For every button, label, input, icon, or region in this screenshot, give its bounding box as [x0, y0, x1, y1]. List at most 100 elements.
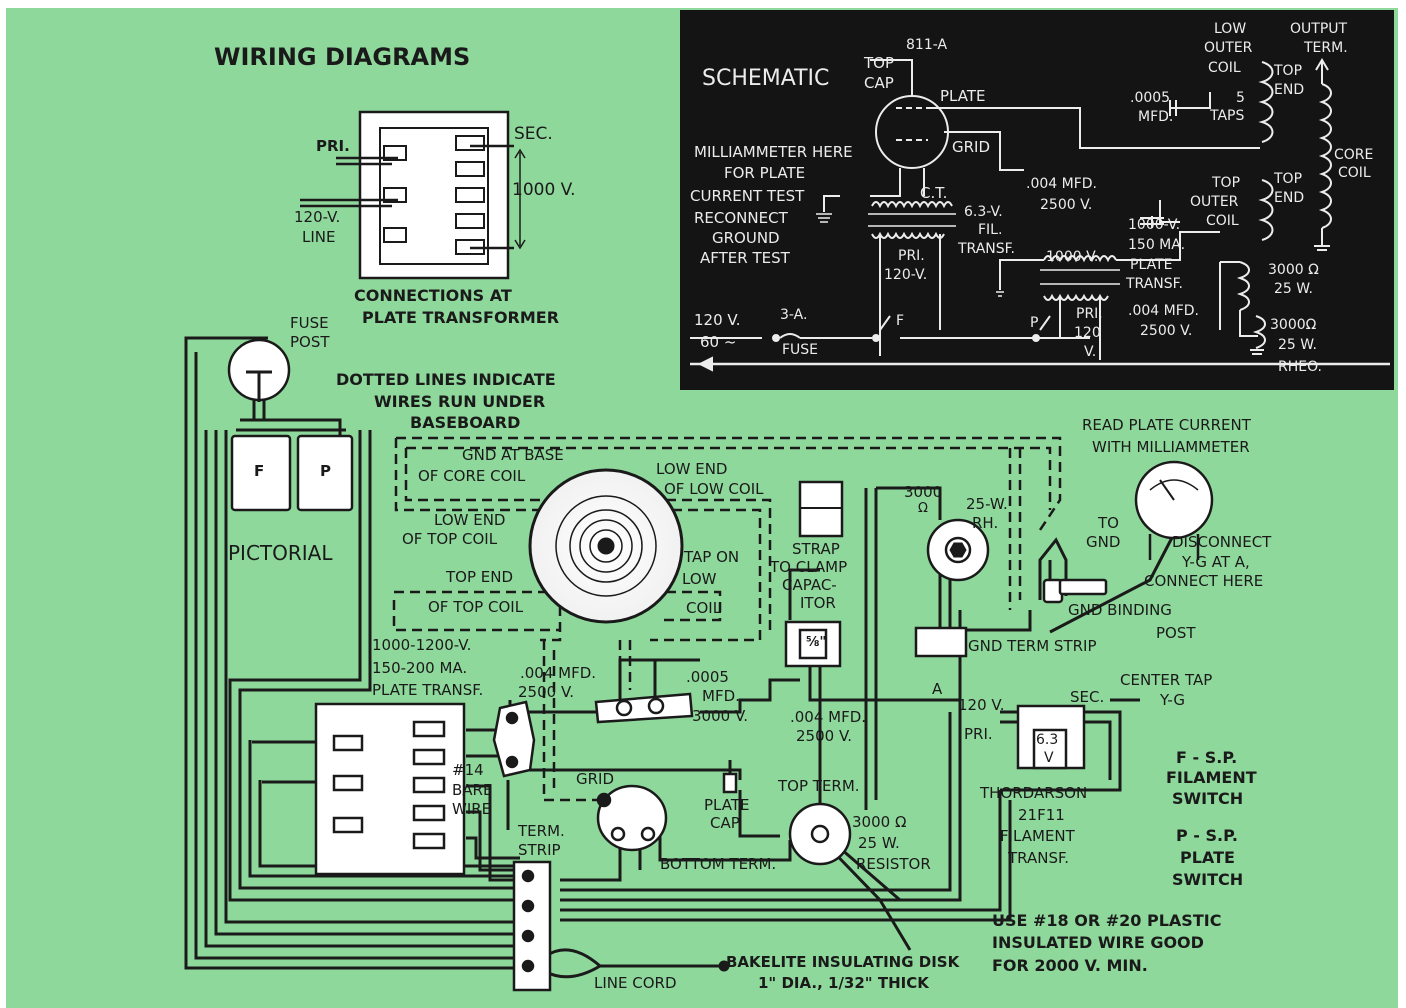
- strap-label-4: ITOR: [800, 594, 836, 612]
- low-outer-coil-label-1: LOW: [1214, 21, 1247, 37]
- diagram-title: WIRING DIAGRAMS: [214, 43, 471, 71]
- fuse-post-label-2: POST: [290, 333, 330, 351]
- low-end-low-coil-1: LOW END: [656, 460, 728, 478]
- bare-wire-label-3: WIRE: [452, 800, 492, 818]
- to-gnd-label-1: TO: [1098, 514, 1119, 532]
- fil-transf-sec-label: SEC.: [1070, 688, 1105, 706]
- tap-low-coil-1: TAP ON: [684, 548, 740, 566]
- resistor-pictorial-label-1: 3000 Ω: [852, 813, 907, 831]
- clamp-size-label: ⅝": [806, 635, 827, 650]
- line-voltage: 120 V.: [694, 311, 741, 329]
- term-strip-label-2: STRIP: [518, 841, 561, 859]
- rheostat-ohm-symbol: Ω: [918, 501, 928, 516]
- fuse-rating-label: 3-A.: [780, 307, 808, 323]
- tube-type-label: 811-A: [906, 37, 948, 53]
- point-a-label: A: [932, 680, 943, 698]
- center-tap-label: C.T.: [920, 184, 948, 202]
- top-term-label: TOP TERM.: [778, 777, 860, 795]
- milliammeter-note-2: FOR PLATE: [724, 164, 806, 182]
- bakelite-disk-label-2: 1" DIA., 1/32" THICK: [758, 974, 929, 992]
- wire-note-1: USE #18 OR #20 PLASTIC: [992, 911, 1222, 930]
- resistor-label-2: 25 W.: [1274, 281, 1313, 297]
- disconnect-label-3: CONNECT HERE: [1144, 572, 1264, 590]
- pri-label: PRI.: [316, 137, 350, 155]
- rheostat-value-label: 3000: [904, 483, 943, 501]
- cap-004b-label-2: 2500 V.: [1140, 323, 1193, 339]
- disconnect-label-1: DISCONNECT: [1172, 533, 1272, 551]
- dotted-note-1: DOTTED LINES INDICATE: [336, 370, 556, 389]
- output-term-label-1: OUTPUT: [1290, 21, 1348, 37]
- fil-label: FIL.: [978, 222, 1003, 238]
- top-end-2-label-1: TOP: [1274, 171, 1303, 187]
- tube-grid-label: GRID: [576, 770, 615, 788]
- bare-wire-label-2: BARE: [452, 781, 493, 799]
- p-switch-note-3: SWITCH: [1172, 870, 1244, 889]
- fil-transf-pri-label: PRI.: [964, 725, 993, 743]
- rheostat-label-1: 3000Ω: [1270, 317, 1317, 333]
- cap-004-pictorial-1: .004 MFD.: [520, 664, 597, 682]
- line-voltage-label: 120-V.: [294, 208, 341, 226]
- gnd-term-strip-label: GND TERM STRIP: [968, 637, 1097, 655]
- thordarson-label-1: THORDARSON: [980, 784, 1088, 802]
- top-cap-label-1: TOP: [864, 54, 895, 72]
- plate-transf-label-2: 150 MA.: [1128, 237, 1186, 253]
- p-switch-note-1: P - S.P.: [1176, 826, 1238, 845]
- tap-low-coil-2: LOW: [682, 570, 717, 588]
- rheostat-rh-label: RH.: [972, 514, 999, 532]
- rheostat-label-2: 25 W.: [1278, 337, 1317, 353]
- gnd-binding-post-label-2: POST: [1156, 624, 1196, 642]
- low-outer-coil-label-2: OUTER: [1204, 40, 1253, 56]
- grid-label: GRID: [952, 138, 991, 156]
- plate-transf-rating-2: 150-200 MA.: [372, 659, 468, 677]
- line-label: LINE: [302, 228, 336, 246]
- read-plate-current-2: WITH MILLIAMMETER: [1092, 438, 1250, 456]
- bakelite-disk-label-1: BAKELITE INSULATING DISK: [726, 953, 960, 971]
- line-frequency: 60 ~: [700, 333, 737, 351]
- fuse-post-label-1: FUSE: [290, 314, 329, 332]
- fil-pri-volt-label: 120-V.: [884, 267, 928, 283]
- plate-transformer-connections-drawing: [300, 110, 526, 280]
- cap-0005-pictorial-3: 3000 V.: [692, 707, 749, 725]
- top-end-label-1: TOP: [1274, 63, 1303, 79]
- core-coil-label-1: CORE: [1334, 147, 1374, 163]
- f-switch-note-1: F - S.P.: [1176, 748, 1238, 767]
- plate-pri-label-2: 120: [1074, 325, 1101, 341]
- top-end-2-label-2: END: [1274, 190, 1305, 206]
- schematic-p-switch: P: [1030, 315, 1039, 331]
- bottom-term-label: BOTTOM TERM.: [660, 855, 777, 873]
- bare-wire-label-1: #14: [452, 761, 484, 779]
- fil-volt-label: 6.3-V.: [964, 204, 1003, 220]
- top-outer-coil-label-3: COIL: [1206, 213, 1239, 229]
- plate-pri-label-3: V.: [1084, 344, 1097, 360]
- low-end-top-coil-2: OF TOP COIL: [402, 530, 498, 548]
- fil-transf-120v-label: 120 V.: [958, 696, 1005, 714]
- gnd-base-label-1: GND AT BASE: [462, 446, 564, 464]
- sec-voltage-label: 1000 V.: [512, 180, 576, 200]
- line-cord-label: LINE CORD: [594, 974, 677, 992]
- cap-004-label-1: .004 MFD.: [1026, 176, 1097, 192]
- plate-transf-label-4: TRANSF.: [1126, 276, 1183, 292]
- pictorial-wiring-lines: [184, 336, 1178, 979]
- output-term-label-2: TERM.: [1304, 40, 1348, 56]
- top-end-label-2: END: [1274, 82, 1305, 98]
- top-end-top-coil-2: OF TOP COIL: [428, 598, 524, 616]
- rheostat-watts-label: 25-W.: [966, 495, 1008, 513]
- strap-label-2: TO CLAMP: [770, 558, 848, 576]
- to-gnd-label-2: GND: [1086, 533, 1121, 551]
- term-strip-label-1: TERM.: [518, 822, 565, 840]
- strap-label-3: CAPAC-: [782, 576, 837, 594]
- fil-transf-volt-label-1: 6.3: [1036, 732, 1059, 748]
- cap-0005-label-2: MFD.: [1138, 109, 1174, 125]
- cap-0005-pictorial-1: .0005: [686, 668, 729, 686]
- gnd-binding-post-label-1: GND BINDING: [1068, 601, 1172, 619]
- milliammeter-note-1: MILLIAMMETER HERE: [694, 143, 853, 161]
- p-switch-note-2: PLATE: [1180, 848, 1235, 867]
- milliammeter-note-5: GROUND: [712, 229, 780, 247]
- wire-note-3: FOR 2000 V. MIN.: [992, 956, 1148, 975]
- fil-transf-label: TRANSF.: [958, 241, 1015, 257]
- dotted-note-3: BASEBOARD: [410, 413, 521, 432]
- low-end-low-coil-2: OF LOW COIL: [664, 480, 764, 498]
- dotted-note-2: WIRES RUN UNDER: [374, 392, 546, 411]
